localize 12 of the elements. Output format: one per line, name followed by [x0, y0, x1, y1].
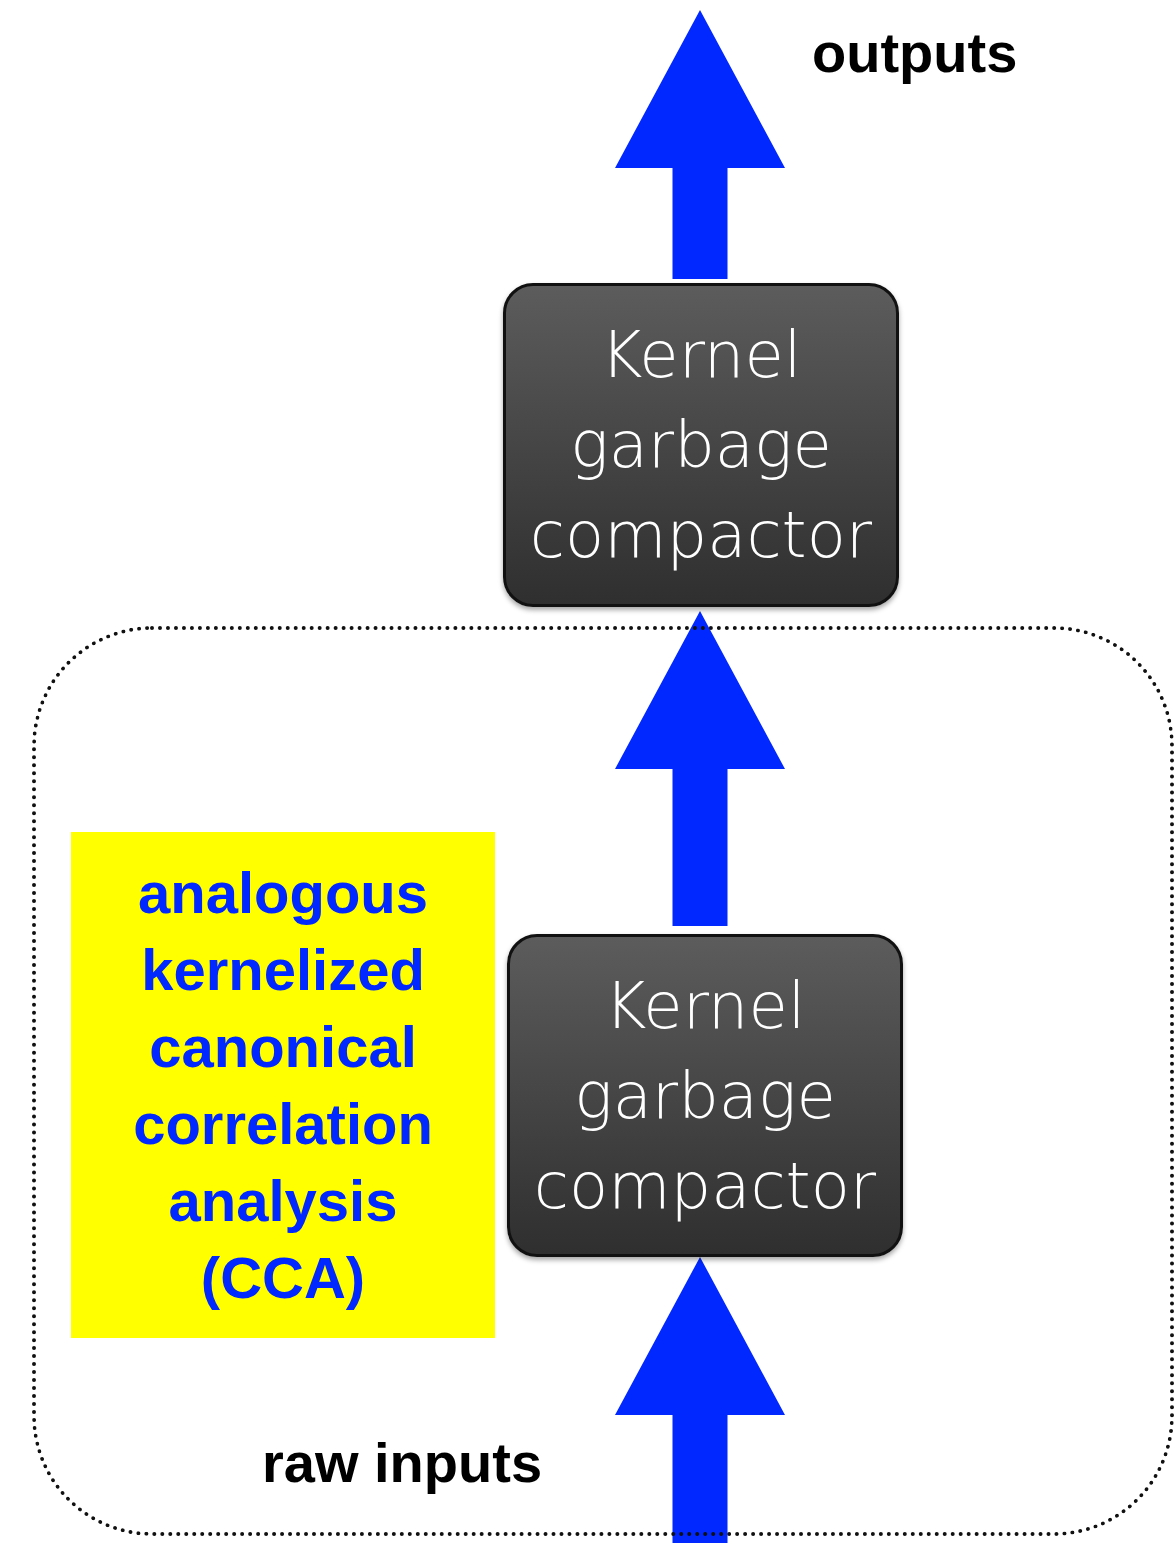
dotted-group-boundary: [32, 626, 1174, 1536]
box-label: Kernel garbage compactor: [532, 967, 878, 1225]
io-label: raw inputs: [262, 1430, 543, 1495]
block-arrow: [615, 611, 785, 926]
note-text: analogous kernelized canonical correlation analysis (CCA): [132, 859, 434, 1312]
box-label: Kernel garbage compactor: [528, 317, 874, 574]
block-arrow: [615, 10, 785, 279]
block-arrow: [615, 1257, 785, 1543]
process-box: [503, 283, 899, 607]
io-label: outputs: [812, 20, 1018, 85]
process-box: [507, 934, 903, 1257]
highlight-box: [71, 832, 495, 1338]
